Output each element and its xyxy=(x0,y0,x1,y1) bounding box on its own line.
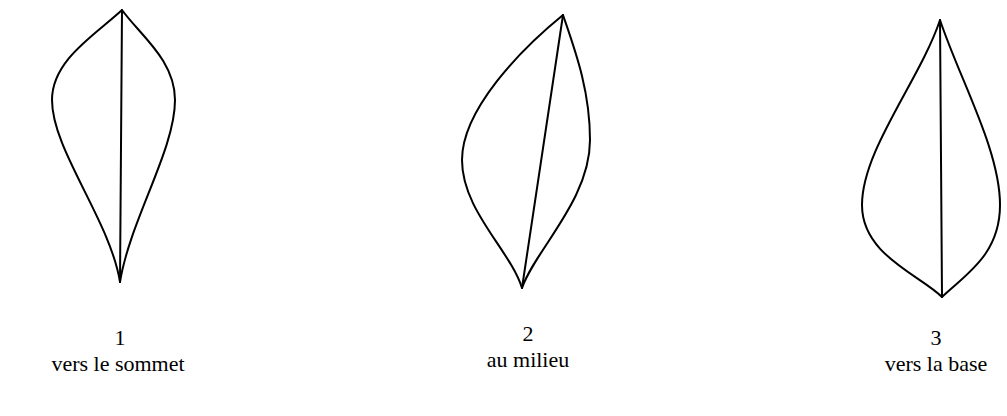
leaf-midrib xyxy=(522,15,563,288)
callout-number: 1 xyxy=(115,326,126,350)
leaf-outline xyxy=(462,15,590,288)
leaf-outline xyxy=(52,10,175,282)
leaf-midrib xyxy=(940,20,942,297)
leaf-midrib xyxy=(120,10,122,282)
leaf-outline xyxy=(862,20,1000,297)
position-caption: vers la base xyxy=(885,352,988,376)
position-caption: au milieu xyxy=(487,348,569,372)
callout-number: 3 xyxy=(931,326,942,350)
position-caption: vers le sommet xyxy=(51,352,184,376)
callout-number: 2 xyxy=(523,322,534,346)
